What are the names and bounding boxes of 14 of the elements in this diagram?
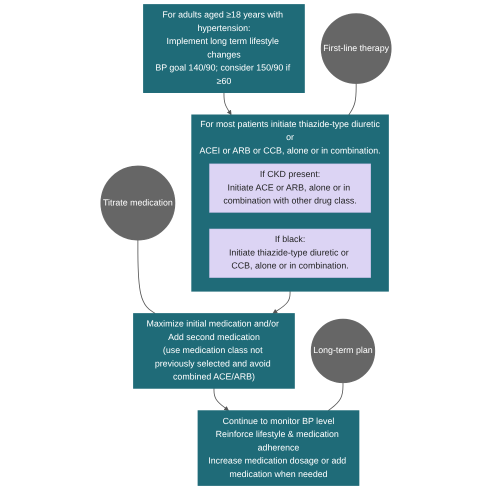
arrow [214,388,229,411]
node-circle: Titrate medication [100,166,176,240]
node-box: For adults aged ≥18 years with hypertension: Implement long term lifestyle changes BP goal 140/90; consider 150/90 if ≥60 [143,4,305,93]
arrow [272,290,290,314]
node-box: If CKD present: Initiate ACE or ARB, alone or in combination with other drug class. [209,164,371,213]
node-box: Continue to monitor BP level Reinforce lifestyle & medication adherence Increase medication dosage or add medication when needed [198,410,360,486]
connector [348,83,357,116]
node-circle: First-line therapy [320,13,392,84]
node-box: Maximize initial medication and/or Add second medication (use medication class not previously selected and avoid combined ACE/ARB) [133,313,295,389]
connector [328,382,344,411]
arrow [224,92,232,115]
node-box: If black: Initiate thiazide-type diuretic or CCB, alone or in combination. [209,228,371,278]
connector [137,240,156,314]
node-circle: Long-term plan [310,318,376,384]
